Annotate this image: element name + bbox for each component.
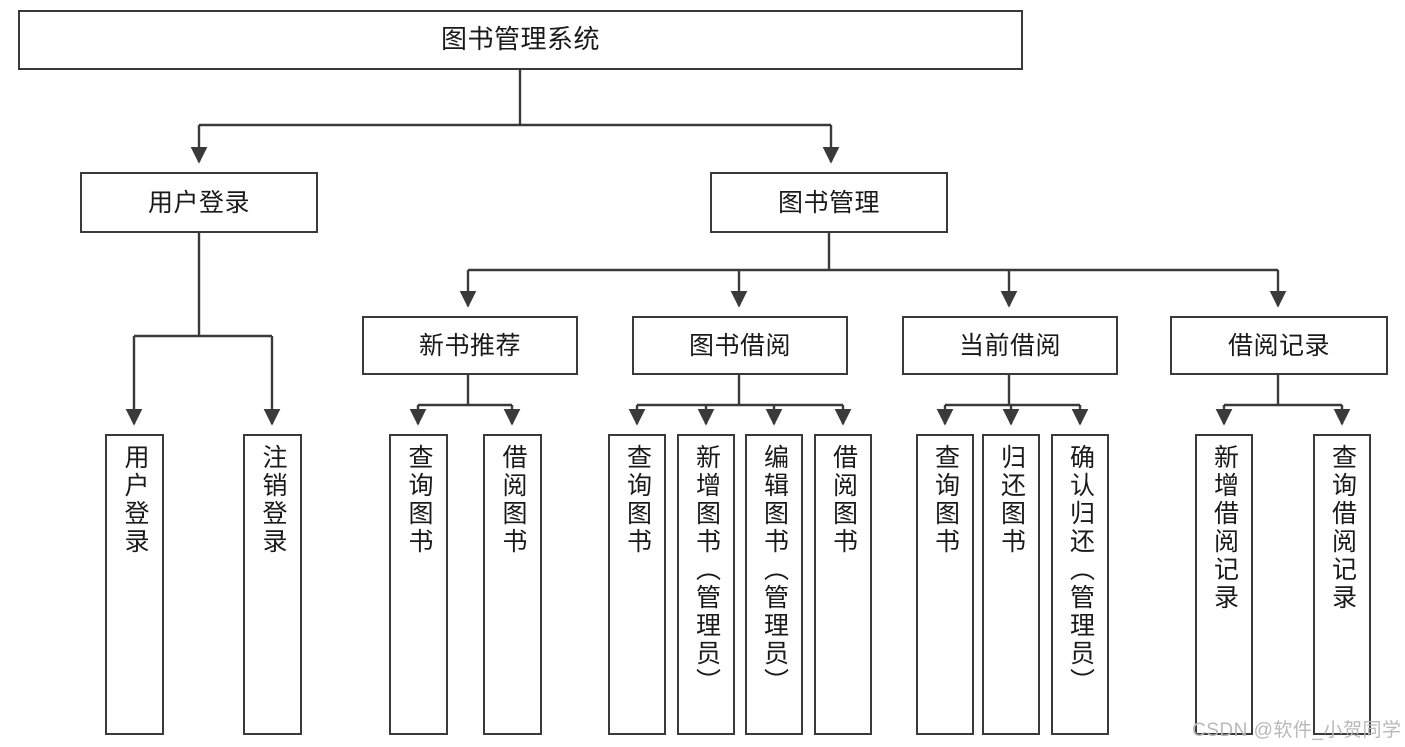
node-book-borrow[interactable]: 图书借阅 [632,316,848,375]
node-leaf-return-book[interactable]: 归还图书 [982,434,1040,735]
node-leaf-query-record[interactable]: 查询借阅记录 [1313,434,1371,735]
node-leaf-user-login[interactable]: 用户登录 [105,434,164,735]
node-borrow-record[interactable]: 借阅记录 [1170,316,1388,375]
node-leaf-add-book-label: 新增图书（管理员） [692,444,721,696]
node-book-manage-label: 图书管理 [777,188,880,217]
node-leaf-query-book-2[interactable]: 查询图书 [608,434,666,735]
node-leaf-confirm-return-label: 确认归还（管理员） [1066,444,1095,696]
node-leaf-add-book[interactable]: 新增图书（管理员） [677,434,735,735]
node-leaf-query-book-3[interactable]: 查询图书 [916,434,974,735]
node-book-borrow-label: 图书借阅 [688,331,791,360]
node-leaf-query-book-1-label: 查询图书 [405,444,433,556]
node-leaf-user-login-label: 用户登录 [121,444,149,556]
node-leaf-borrow-book-2[interactable]: 借阅图书 [814,434,872,735]
node-leaf-query-book-2-label: 查询图书 [623,444,652,556]
node-leaf-query-book-3-label: 查询图书 [931,444,960,556]
node-new-book-recommend[interactable]: 新书推荐 [362,316,578,375]
node-leaf-add-record-label: 新增借阅记录 [1210,444,1239,612]
node-user-login-label: 用户登录 [147,188,250,217]
node-leaf-borrow-book-2-label: 借阅图书 [829,444,858,556]
node-leaf-query-record-label: 查询借阅记录 [1328,444,1357,612]
node-leaf-query-book-1[interactable]: 查询图书 [389,434,448,735]
node-new-book-recommend-label: 新书推荐 [418,331,521,360]
node-root-label: 图书管理系统 [440,24,600,55]
node-leaf-add-record[interactable]: 新增借阅记录 [1195,434,1253,735]
node-current-borrow[interactable]: 当前借阅 [902,316,1118,375]
node-leaf-logout-label: 注销登录 [259,444,287,556]
node-leaf-logout[interactable]: 注销登录 [243,434,302,735]
node-book-manage[interactable]: 图书管理 [710,172,948,233]
node-leaf-borrow-book-1[interactable]: 借阅图书 [483,434,542,735]
node-leaf-edit-book[interactable]: 编辑图书（管理员） [745,434,803,735]
node-leaf-confirm-return[interactable]: 确认归还（管理员） [1051,434,1109,735]
node-borrow-record-label: 借阅记录 [1227,331,1330,360]
node-current-borrow-label: 当前借阅 [958,331,1061,360]
node-leaf-return-book-label: 归还图书 [997,444,1026,556]
node-leaf-borrow-book-1-label: 借阅图书 [499,444,527,556]
node-user-login[interactable]: 用户登录 [80,172,318,233]
node-leaf-edit-book-label: 编辑图书（管理员） [760,444,789,696]
node-root[interactable]: 图书管理系统 [18,10,1023,70]
